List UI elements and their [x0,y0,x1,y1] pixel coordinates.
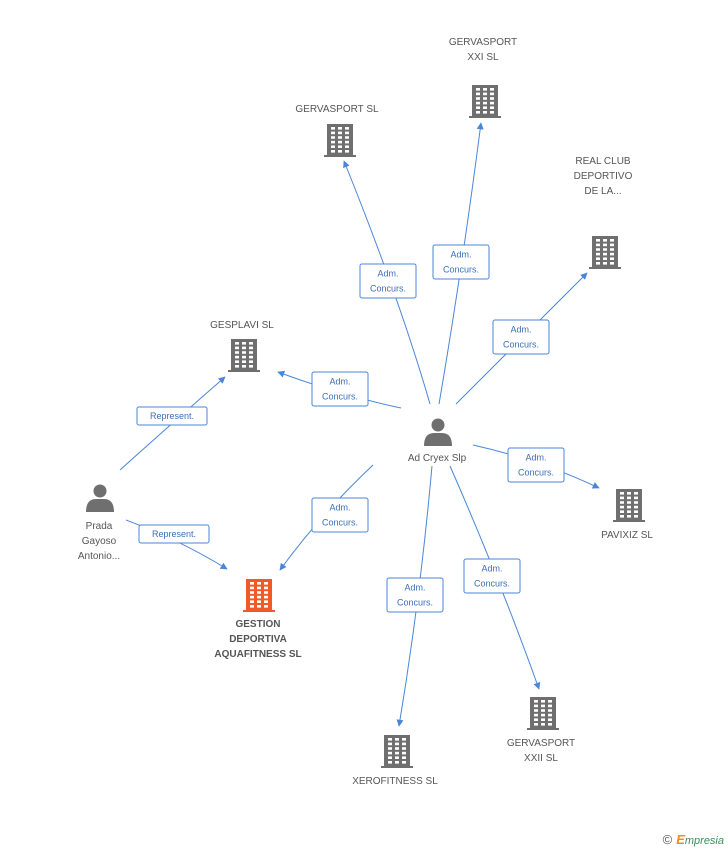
building-icon [527,697,559,730]
node-label: REAL CLUB [575,156,631,167]
node-label: PAVIXIZ SL [601,530,653,541]
node-label: GERVASPORT [449,37,517,48]
node-label: GESPLAVI SL [210,320,274,331]
nodes-layer: GERVASPORT XXI SL GERVASPORT SL REAL CLUB DE… [78,37,654,787]
brand-initial: E [676,832,685,847]
edge-label[interactable]: Represent. [136,406,208,426]
edge-label-text: Adm. [450,250,471,260]
edge-label-text: Concurs. [443,265,479,275]
node-label: DEPORTIVA [229,634,287,645]
edge-label-box [359,263,417,299]
edge-label-text: Represent. [152,529,196,539]
edge-label-box [432,244,490,280]
edge-label-text: Concurs. [518,468,554,478]
edge-label[interactable]: Represent. [138,524,210,544]
edge-label-text: Concurs. [322,518,358,528]
person-icon [424,418,452,446]
node-label: Ad Cryex Slp [408,453,467,464]
node-pavixiz[interactable]: PAVIXIZ SL [601,489,653,541]
node-label: Gayoso [82,536,117,547]
brand-name: mpresia [684,835,724,847]
building-icon [589,236,621,269]
edge-label-text: Represent. [150,411,194,421]
edge-label-text: Adm. [510,325,531,335]
edge-label-text: Adm. [377,269,398,279]
edge-label-text: Adm. [329,503,350,513]
node-label: Prada [86,521,113,532]
node-label: DEPORTIVO [574,171,633,182]
building-icon [228,339,260,372]
edge-label-text: Concurs. [322,392,358,402]
edge-label-text: Concurs. [397,598,433,608]
edge-label[interactable]: Adm. Concurs. [432,244,490,280]
edge-label-box [311,371,369,407]
edge-label-text: Concurs. [503,340,539,350]
empresia-logo: Empresia [676,832,724,847]
edge-label-box [492,319,550,355]
building-icon [381,735,413,768]
person-icon [86,484,114,512]
node-label: XXI SL [467,52,499,63]
node-xerofitness[interactable]: XEROFITNESS SL [352,735,438,787]
node-real-club[interactable]: REAL CLUB DEPORTIVO DE LA... [574,156,633,269]
edge-label[interactable]: Adm. Concurs. [311,497,369,533]
edge-label-box [311,497,369,533]
building-icon [324,124,356,157]
node-gervasport-xxii[interactable]: GERVASPORT XXII SL [507,697,575,764]
edge-label-text: Concurs. [370,284,406,294]
edge-label[interactable]: Adm. Concurs. [507,447,565,483]
edge-label-box [463,558,521,594]
node-gervasport[interactable]: GERVASPORT SL [295,104,379,157]
node-label: XXII SL [524,753,558,764]
edge-label-box [386,577,444,613]
edge-label[interactable]: Adm. Concurs. [386,577,444,613]
copyright-symbol: © [662,832,673,847]
node-gesplavi[interactable]: GESPLAVI SL [210,320,274,372]
edge-label[interactable]: Adm. Concurs. [359,263,417,299]
node-label: GERVASPORT SL [295,104,379,115]
node-label: Antonio... [78,551,120,562]
edge-label-box [507,447,565,483]
edge-label-text: Adm. [404,583,425,593]
edge-label-text: Adm. [329,377,350,387]
edge-label[interactable]: Adm. Concurs. [311,371,369,407]
node-label: GERVASPORT [507,738,575,749]
building-icon [243,579,275,612]
edge-label-text: Adm. [525,453,546,463]
edge-label-box [136,406,208,426]
node-label: AQUAFITNESS SL [214,649,301,660]
empresia-brand[interactable]: © Empresia [663,832,724,847]
node-gestion[interactable]: GESTION DEPORTIVA AQUAFITNESS SL [214,579,302,660]
edge-label[interactable]: Adm. Concurs. [463,558,521,594]
node-label: XEROFITNESS SL [352,776,438,787]
building-icon [469,85,501,118]
node-ad-cryex[interactable]: Ad Cryex Slp [408,418,467,465]
building-icon [613,489,645,522]
node-label: GESTION [235,619,280,630]
node-gervasport-xxi[interactable]: GERVASPORT XXI SL [449,37,517,118]
node-prada[interactable]: PradaGayosoAntonio... [78,484,120,563]
edge-labels-layer: Adm.Concurs.Adm.Concurs.Adm.Concurs.Adm.… [136,244,565,613]
edge-label-box [138,524,210,544]
edge-label-text: Adm. [481,564,502,574]
edge-label-text: Concurs. [474,579,510,589]
node-label: DE LA... [584,186,621,197]
edge-label[interactable]: Adm. Concurs. [492,319,550,355]
